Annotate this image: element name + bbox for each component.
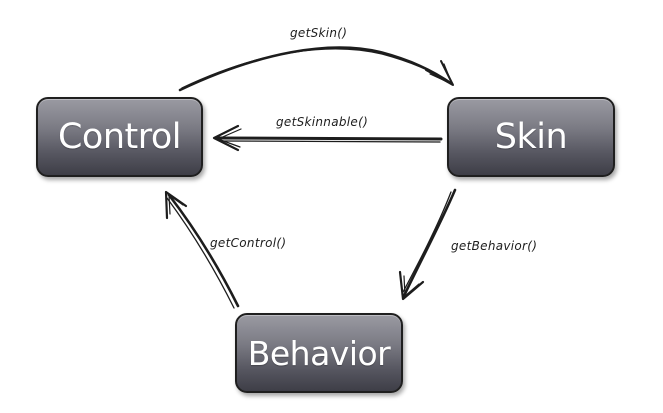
arrow-getskin — [178, 46, 454, 92]
arrow-getskinnable — [212, 124, 443, 152]
label-getskinnable: getSkinnable() — [276, 115, 368, 129]
behavior-label: Behavior — [247, 333, 391, 373]
skin-node: Skin — [447, 97, 615, 177]
label-getcontrol: getControl() — [210, 236, 286, 250]
arrow-getbehavior — [398, 188, 457, 301]
control-node: Control — [36, 97, 203, 177]
skin-label: Skin — [494, 117, 568, 157]
label-getbehavior: getBehavior() — [451, 239, 537, 253]
behavior-node: Behavior — [235, 313, 403, 393]
label-getskin: getSkin() — [290, 26, 347, 40]
control-label: Control — [57, 117, 182, 157]
arrow-getcontrol — [164, 190, 240, 309]
